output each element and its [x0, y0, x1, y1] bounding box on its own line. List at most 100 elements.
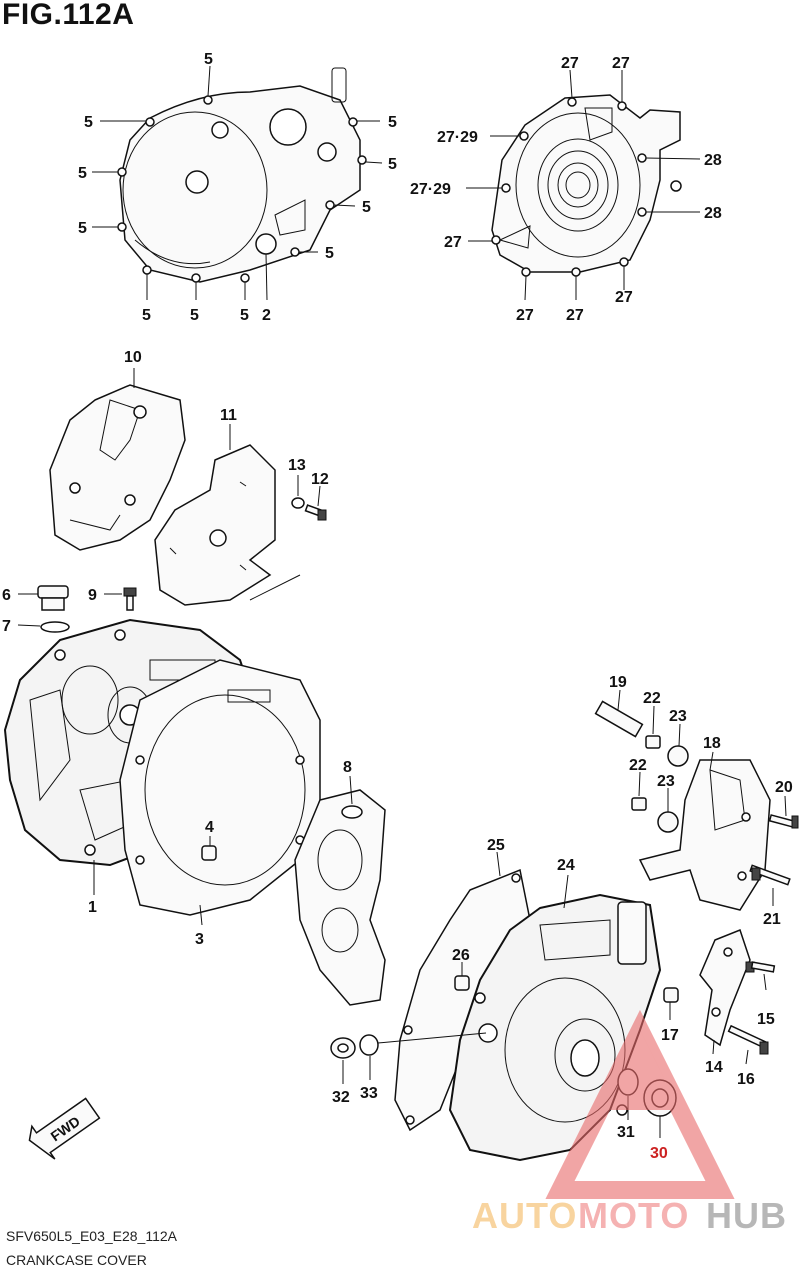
plug-6 — [37, 585, 69, 611]
leader-15 — [763, 973, 767, 991]
leader-20 — [784, 795, 787, 817]
leader-lines-5 — [92, 65, 383, 301]
callout-11: 11 — [220, 407, 237, 424]
callout-14: 14 — [705, 1059, 723, 1076]
generator-cover-top-view — [491, 94, 682, 277]
leader-23a — [678, 723, 681, 747]
leader-22b — [638, 771, 641, 797]
leader-19 — [617, 689, 621, 711]
leader-24 — [563, 874, 569, 909]
stud-19 — [594, 700, 644, 738]
callout-5h: 5 — [388, 114, 397, 131]
cover-18 — [638, 759, 771, 911]
bracket-14 — [699, 929, 751, 1047]
cover-plate-8 — [294, 789, 386, 1006]
collar-22a — [645, 735, 661, 749]
callout-17: 17 — [661, 1027, 679, 1044]
gasket-25 — [394, 868, 531, 1132]
callout-5g: 5 — [240, 307, 249, 324]
callout-27e: 27 — [566, 307, 584, 324]
plate-11 — [154, 444, 301, 606]
bolt-15 — [745, 961, 776, 973]
leader-7 — [17, 624, 41, 627]
callout-3: 3 — [195, 931, 204, 948]
dowel-pin-4 — [201, 845, 217, 861]
callout-10: 10 — [124, 349, 142, 366]
callout-13: 13 — [288, 457, 306, 474]
leader-16 — [745, 1049, 749, 1065]
dowel-17 — [663, 987, 679, 1003]
callout-6: 6 — [2, 587, 11, 604]
gasket-3 — [119, 659, 321, 916]
watermark-part1: AUTO — [472, 1195, 577, 1236]
leader-22a — [652, 705, 655, 735]
callout-22b: 22 — [629, 757, 647, 774]
callout-33: 33 — [360, 1085, 378, 1102]
callout-9: 9 — [88, 587, 97, 604]
plate-10 — [49, 384, 186, 551]
figure-caption: CRANKCASE COVER — [6, 1252, 147, 1268]
leader-8 — [349, 775, 353, 805]
callout-27-29a: 27·29 — [437, 129, 478, 146]
callout-23a: 23 — [669, 708, 687, 725]
callout-28b: 28 — [704, 205, 722, 222]
callout-7: 7 — [2, 618, 11, 635]
callout-1: 1 — [88, 899, 97, 916]
callout-31: 31 — [617, 1124, 635, 1141]
callout-23b: 23 — [657, 773, 675, 790]
callout-5j: 5 — [362, 199, 371, 216]
grommet-23b — [657, 811, 679, 833]
leader-32-33-target — [377, 1032, 487, 1044]
callout-27a: 27 — [561, 55, 579, 72]
callout-5f: 5 — [190, 307, 199, 324]
callout-24: 24 — [557, 857, 575, 874]
bolt-9 — [123, 587, 137, 611]
callout-27b: 27 — [612, 55, 630, 72]
callout-25: 25 — [487, 837, 505, 854]
figure-title: FIG.112A — [2, 0, 135, 31]
callout-5a: 5 — [204, 51, 213, 68]
callout-15: 15 — [757, 1011, 775, 1028]
leader-3 — [199, 904, 203, 926]
leader-14 — [712, 1039, 715, 1055]
o-ring-33 — [359, 1034, 379, 1056]
callout-2: 2 — [262, 307, 271, 324]
collar-22b — [631, 797, 647, 811]
dowel-26 — [454, 975, 470, 991]
callout-27-29b: 27·29 — [410, 181, 451, 198]
leader-lines-27 — [466, 69, 701, 301]
fwd-arrow: FWD — [28, 1097, 101, 1160]
callout-8: 8 — [343, 759, 352, 776]
leader-18 — [709, 751, 714, 771]
callout-22a: 22 — [643, 690, 661, 707]
callout-32: 32 — [332, 1089, 350, 1106]
left-crankcase-cover-top-view — [117, 67, 367, 283]
bolt-21 — [749, 864, 791, 886]
callout-16: 16 — [737, 1071, 755, 1088]
callout-5e: 5 — [142, 307, 151, 324]
callout-30: 30 — [650, 1145, 668, 1162]
callout-5k: 5 — [325, 245, 334, 262]
callout-5b: 5 — [84, 114, 93, 131]
callout-12: 12 — [311, 471, 329, 488]
watermark-logo: AUTO MOTO HUB — [472, 1009, 787, 1236]
watermark-part2: MOTO — [578, 1195, 689, 1236]
leader-12 — [317, 485, 321, 507]
leader-25 — [496, 851, 501, 877]
callout-4: 4 — [205, 819, 214, 836]
callout-19: 19 — [609, 674, 627, 691]
watermark-part3: HUB — [706, 1195, 787, 1236]
callout-5i: 5 — [388, 156, 397, 173]
bolt-12 — [304, 504, 327, 521]
bolt-16 — [727, 1024, 769, 1055]
washer-13 — [291, 497, 305, 509]
callout-18: 18 — [703, 735, 721, 752]
callout-27c: 27 — [444, 234, 462, 251]
callout-27f: 27 — [615, 289, 633, 306]
callout-28a: 28 — [704, 152, 722, 169]
plug-32 — [330, 1037, 356, 1059]
callout-21: 21 — [763, 911, 781, 928]
callout-5c: 5 — [78, 165, 87, 182]
o-ring-7 — [40, 621, 70, 633]
